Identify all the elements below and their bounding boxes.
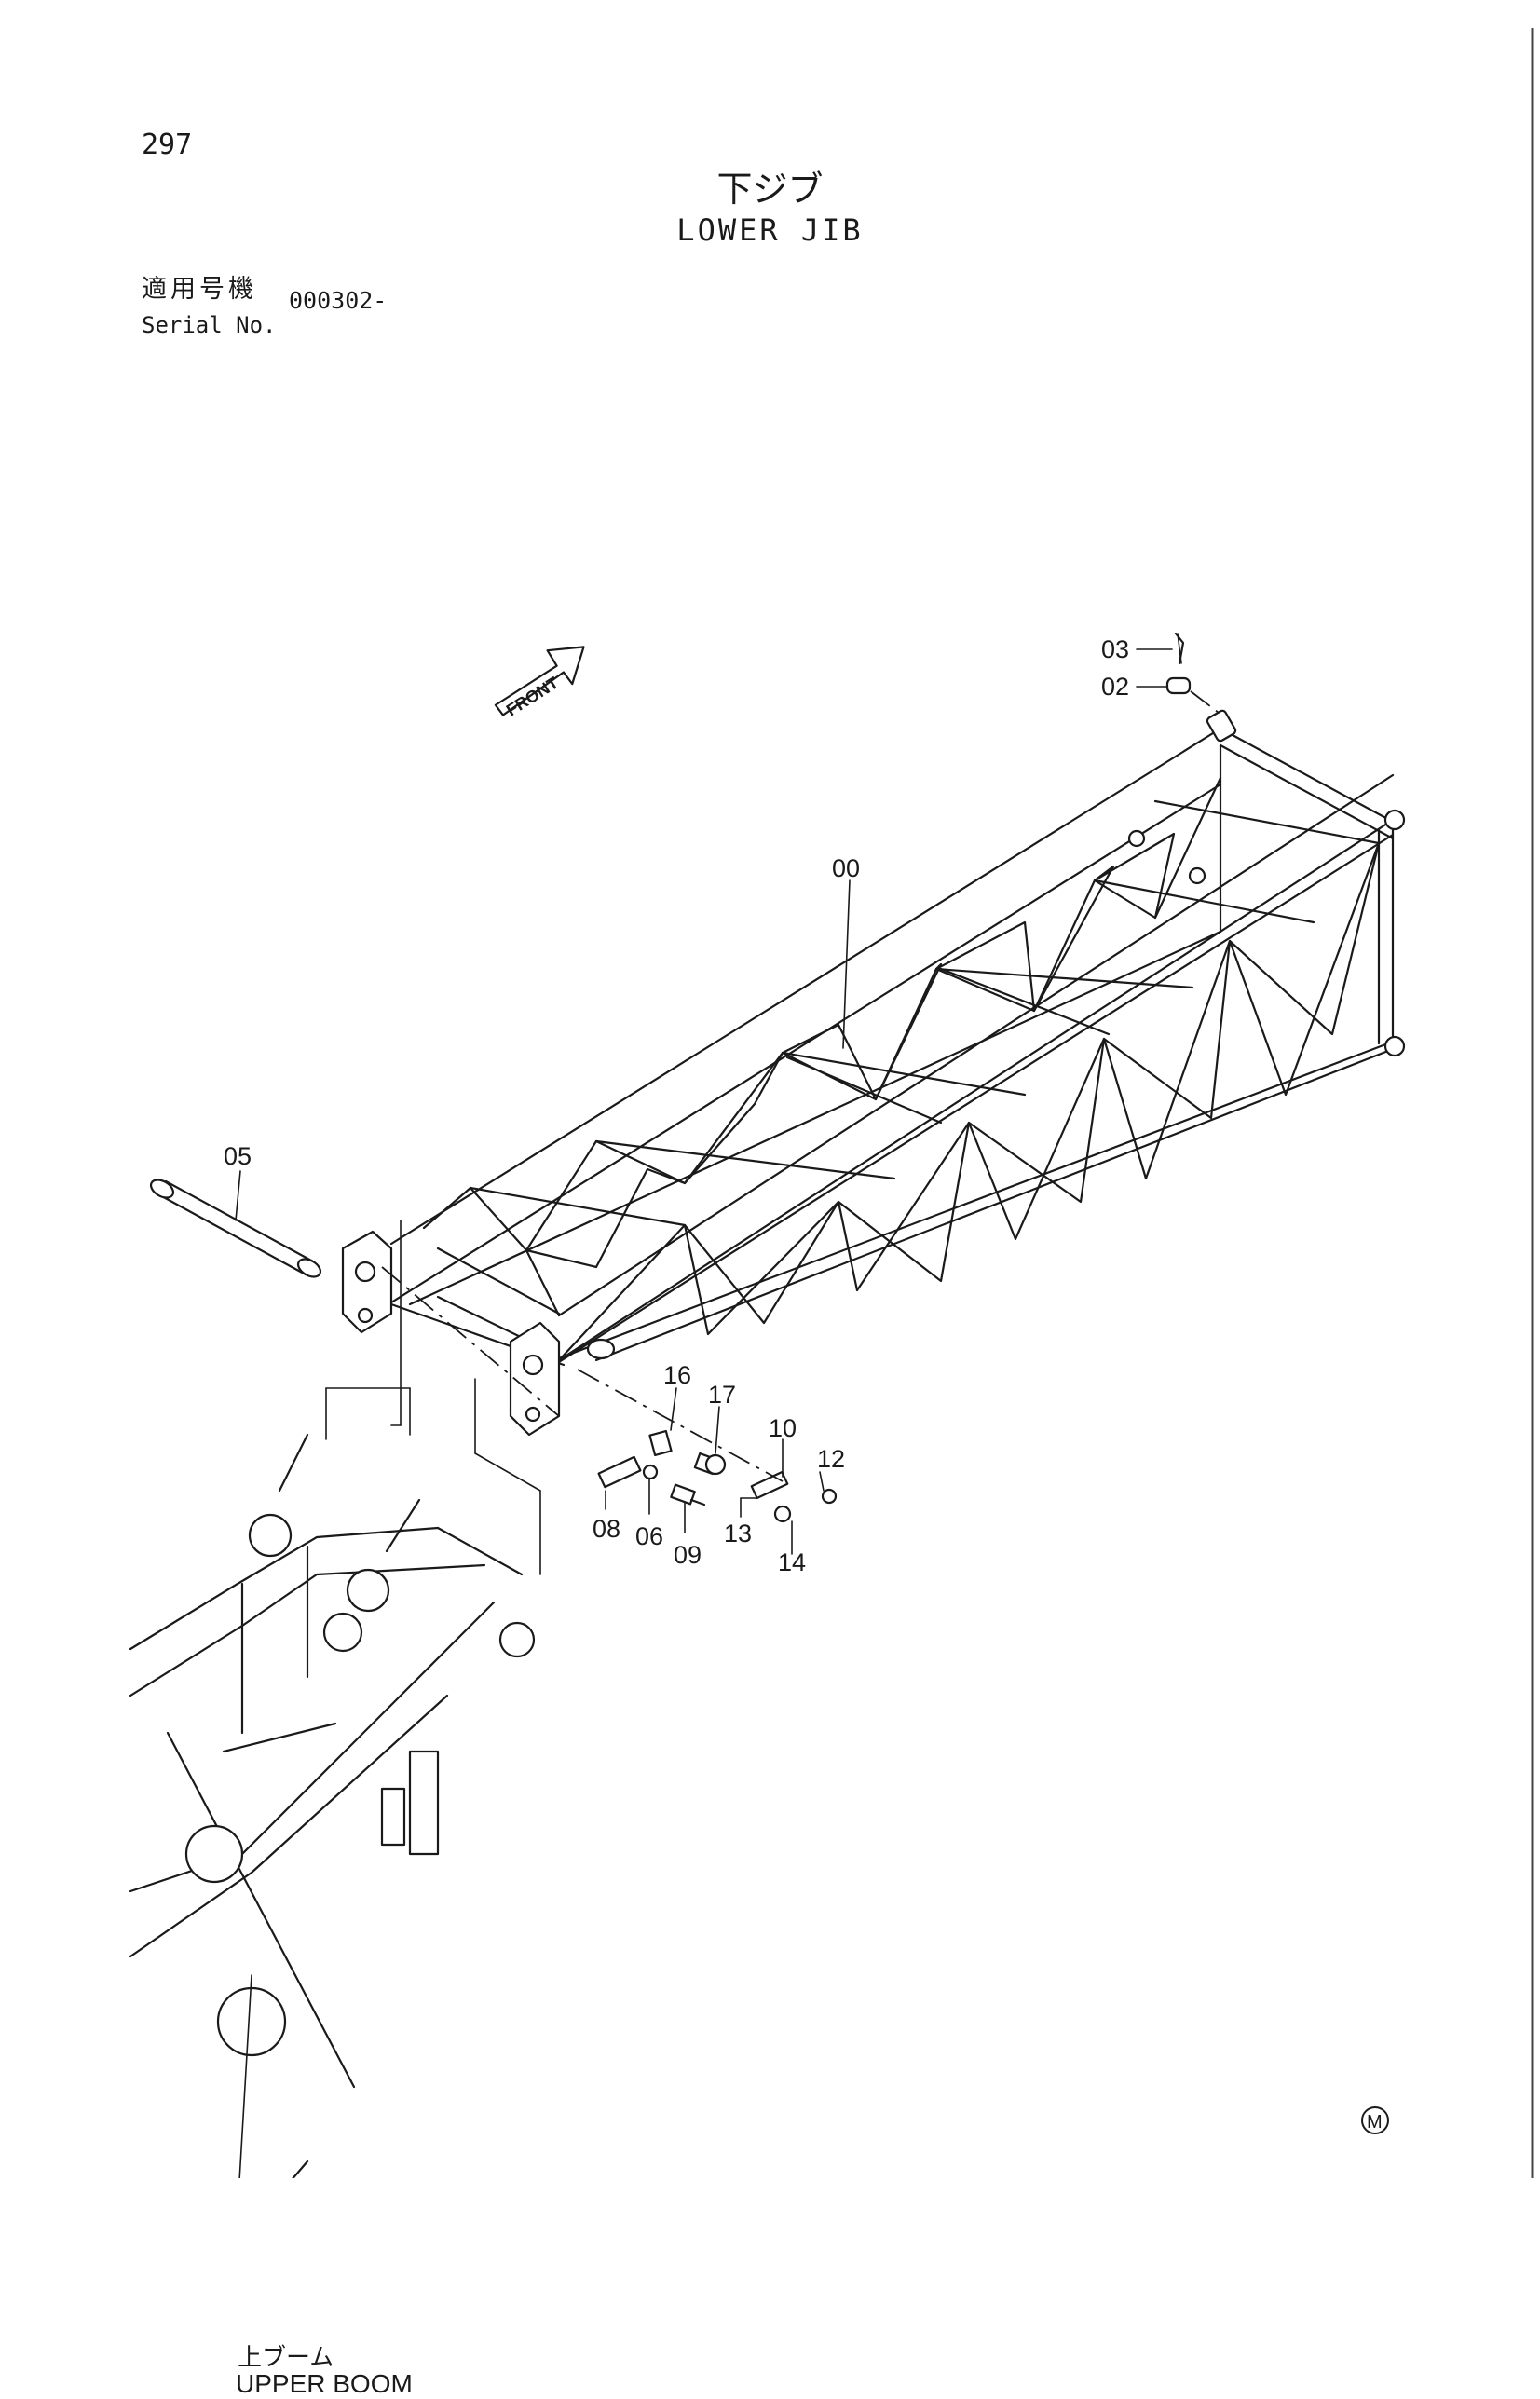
- part-05-pin: [149, 1179, 322, 1278]
- part-02-03-pin-and-clip: [1165, 632, 1223, 716]
- upper-boom-section: [129, 1220, 541, 2178]
- front-direction-arrow: FRONT: [494, 646, 585, 719]
- callout-16: 16: [663, 1361, 691, 1389]
- mark-letter: M: [1367, 2112, 1383, 2133]
- lower-jib-truss: [341, 709, 1406, 1437]
- callout-13: 13: [724, 1520, 752, 1547]
- callout-14: 14: [778, 1548, 806, 1576]
- callout-05: 05: [224, 1142, 252, 1170]
- serial-value: 000302-: [289, 287, 388, 314]
- page-title: LOWER JIB: [676, 212, 864, 248]
- page-number: 297: [142, 129, 193, 161]
- callout-02: 02: [1101, 673, 1129, 701]
- callout-00: 00: [832, 854, 860, 882]
- upper-boom-label: UPPER BOOM: [236, 2369, 413, 2398]
- serial-label-japanese: 適用号機: [142, 275, 257, 304]
- serial-label: Serial No.: [142, 312, 277, 338]
- page-title-japanese: 下ジブ: [716, 169, 824, 210]
- callout-03: 03: [1101, 635, 1129, 663]
- lower-jib-exploded-diagram: FRONT: [129, 28, 1534, 2178]
- hardware-parts: [381, 1266, 838, 1523]
- upper-boom-label-japanese: 上ブーム: [238, 2344, 334, 2372]
- manufacturer-mark: M: [1361, 2106, 1389, 2134]
- callout-06: 06: [635, 1522, 663, 1550]
- callout-12: 12: [817, 1445, 845, 1473]
- callout-17: 17: [708, 1381, 736, 1409]
- callout-leaders: [235, 648, 1173, 1555]
- callout-10: 10: [769, 1414, 797, 1442]
- callout-08: 08: [593, 1515, 620, 1543]
- callout-09: 09: [674, 1541, 702, 1569]
- callout-numbers: 03 02 00 05 16 17 10 12 08 06 09 13 14: [224, 635, 1129, 1576]
